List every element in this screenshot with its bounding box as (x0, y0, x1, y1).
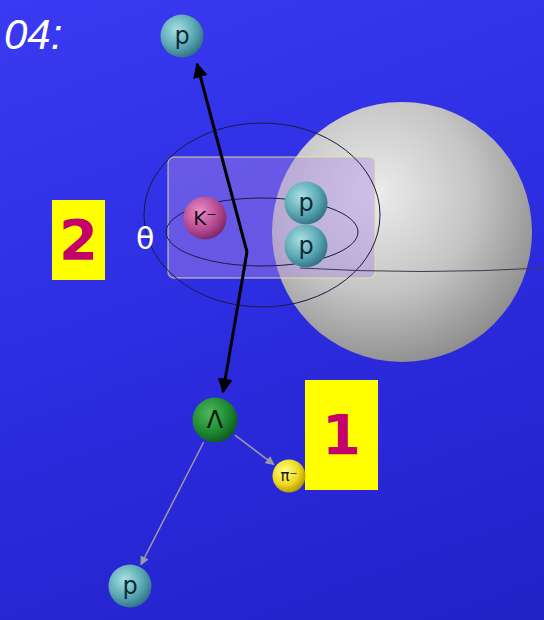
pion-ball: π⁻ (272, 459, 306, 493)
ball-fill (285, 225, 328, 268)
particle-symbol: π⁻ (281, 469, 298, 484)
ball-fill (184, 197, 227, 240)
particle-symbol: p (174, 24, 189, 48)
ball-fill (273, 460, 306, 493)
decay-track (235, 435, 274, 464)
lambda-ball: Λ (192, 397, 238, 443)
callout-box: 2 (52, 200, 105, 280)
callout-box: 1 (305, 380, 378, 490)
particle-symbol: p (298, 191, 313, 215)
proton-ball: p (284, 224, 328, 268)
proton-ball: p (160, 14, 204, 58)
orbit-line (300, 268, 544, 272)
kaon-ball: K⁻ (183, 196, 227, 240)
particle-symbol: p (122, 574, 137, 598)
orbit-line (144, 123, 380, 307)
callout-number: 2 (59, 212, 98, 268)
ball-fill (285, 182, 328, 225)
ball-fill (109, 565, 152, 608)
decay-track (141, 442, 204, 564)
angle-symbol: θ (136, 224, 154, 254)
nucleus-sphere (272, 102, 532, 362)
callout-number: 1 (322, 407, 361, 463)
track-arrow (223, 252, 247, 392)
slide-fragment: 04: (4, 14, 62, 56)
proton-ball: p (284, 181, 328, 225)
proton-ball: p (108, 564, 152, 608)
ball-fill (193, 398, 238, 443)
particle-symbol: Λ (207, 408, 223, 432)
ball-fill (161, 15, 204, 58)
cluster-region (168, 157, 375, 278)
particle-symbol: K⁻ (193, 208, 217, 228)
particle-symbol: p (298, 234, 313, 258)
